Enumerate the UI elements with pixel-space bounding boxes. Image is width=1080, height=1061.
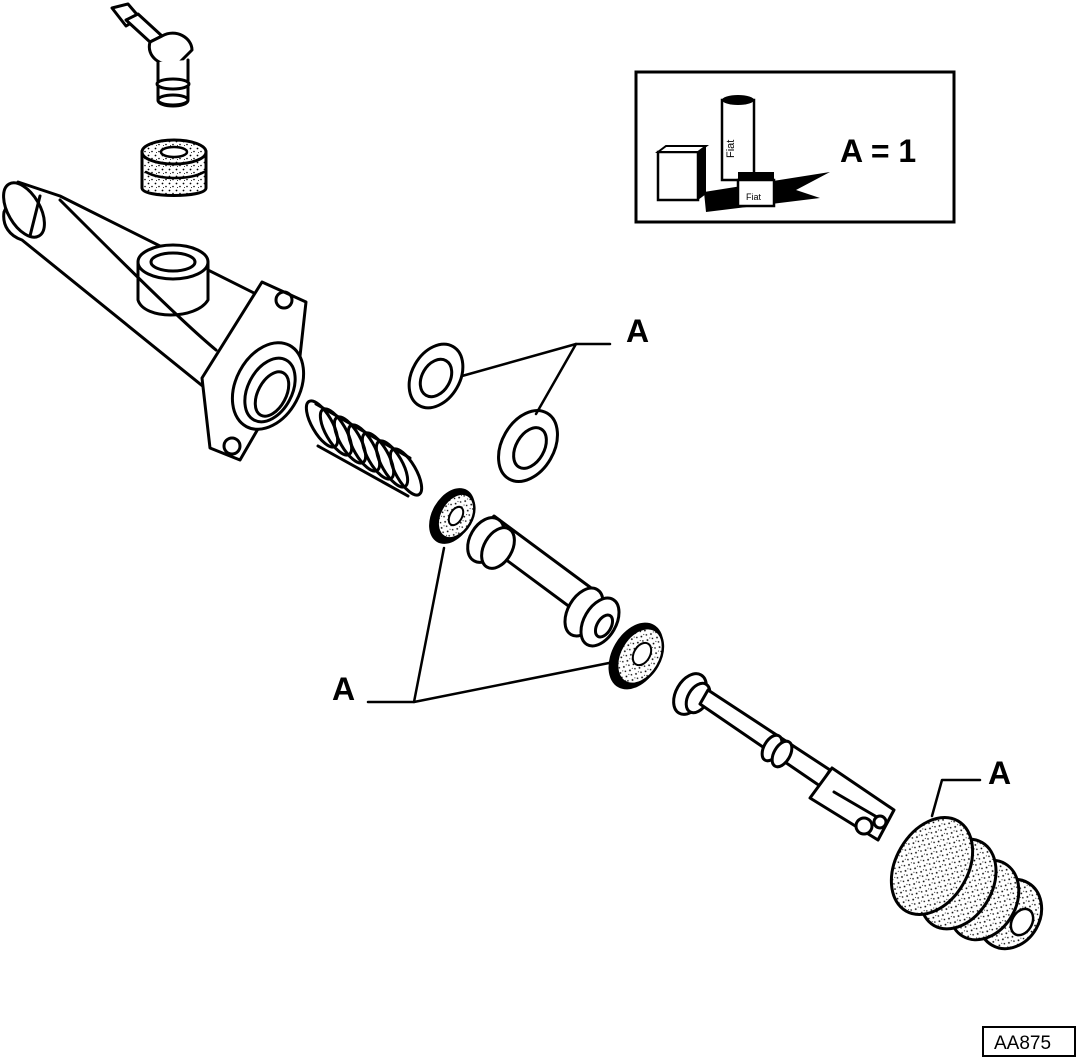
upper-seal-ring-1 xyxy=(407,342,465,410)
return-spring xyxy=(304,399,424,498)
push-rod xyxy=(672,672,832,788)
leader-lines xyxy=(366,342,982,818)
box-label: Fiat xyxy=(746,192,762,202)
lubricant-products-icon: Fiat Fiat xyxy=(655,95,830,212)
callout-boot: A xyxy=(988,755,1011,791)
reference-code-box: AA875 xyxy=(982,1026,1076,1057)
reference-code: AA875 xyxy=(994,1033,1051,1054)
callout-middle-seals: A xyxy=(332,671,355,707)
legend-equation: A = 1 xyxy=(840,133,916,169)
upper-seal-ring-2 xyxy=(497,409,559,483)
piston-seal-rear xyxy=(608,622,665,690)
tube-label: Fiat xyxy=(725,140,737,158)
callout-upper-seals: A xyxy=(626,313,649,349)
master-cylinder-body xyxy=(2,180,308,462)
hose-fitting xyxy=(110,2,194,108)
clevis xyxy=(808,766,896,842)
piston-seal-front xyxy=(429,488,476,544)
dust-boot xyxy=(889,816,1044,951)
legend-box: Fiat Fiat A = 1 xyxy=(634,70,956,224)
piston xyxy=(466,514,621,648)
reservoir-grommet xyxy=(140,138,208,197)
